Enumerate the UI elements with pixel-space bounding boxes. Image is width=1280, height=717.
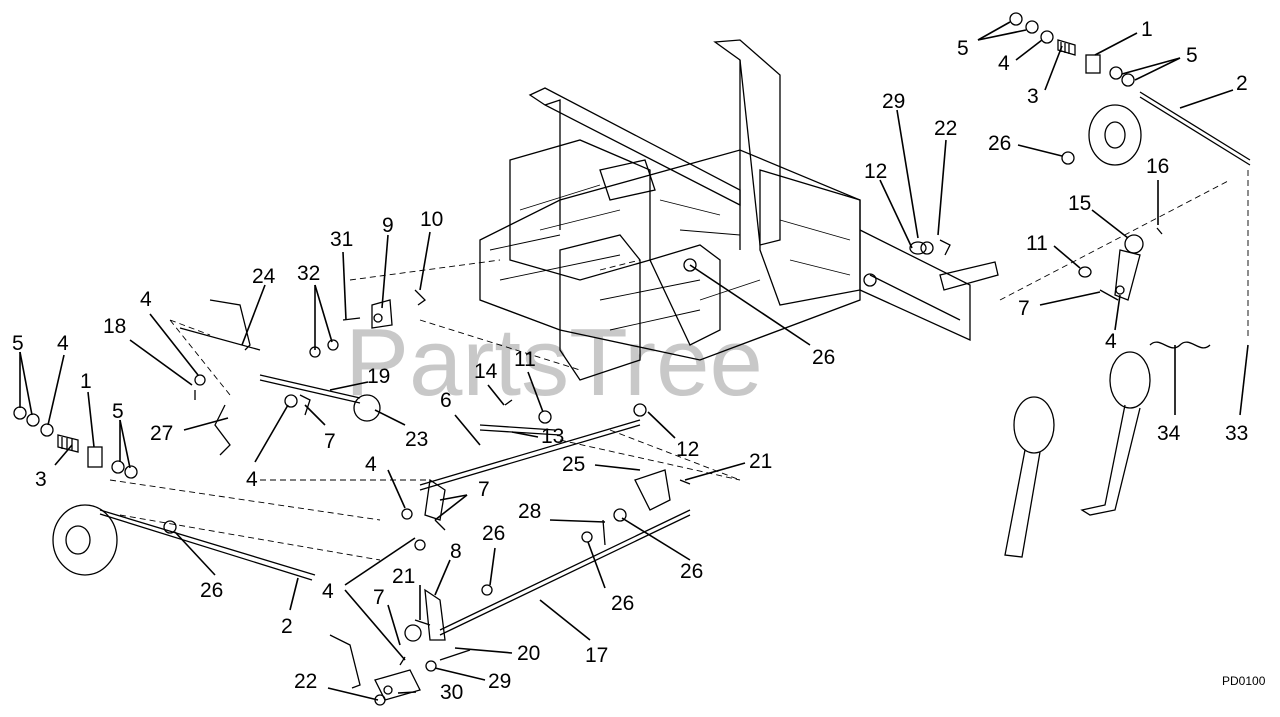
leader-lines [19, 21, 1249, 701]
diagram-code: PD0100 [1222, 674, 1266, 688]
callout-7: 7 [1018, 297, 1030, 320]
watermark: PartsTree [345, 309, 763, 416]
callout-7: 7 [373, 586, 385, 609]
tractor-frame [479, 39, 999, 381]
callout-11: 11 [514, 348, 536, 371]
callout-26: 26 [482, 522, 505, 545]
callout-17: 17 [585, 644, 608, 667]
callout-3: 3 [1027, 85, 1039, 108]
callout-4: 4 [140, 288, 152, 311]
callout-29: 29 [882, 90, 905, 113]
callout-13: 13 [541, 425, 564, 448]
callout-32: 32 [297, 262, 320, 285]
callout-30: 30 [440, 681, 463, 704]
callout-16: 16 [1146, 155, 1169, 178]
callout-26: 26 [988, 132, 1011, 155]
callout-18: 18 [103, 315, 126, 338]
callout-4: 4 [998, 52, 1010, 75]
frame-hole [683, 258, 697, 272]
callout-1: 1 [80, 370, 92, 393]
pedal-assembly [1004, 351, 1151, 558]
callout-5: 5 [112, 400, 124, 423]
callout-33: 33 [1225, 422, 1248, 445]
callout-20: 20 [517, 642, 540, 665]
callout-4: 4 [322, 580, 334, 603]
callout-12: 12 [864, 160, 887, 183]
callout-4: 4 [1105, 330, 1117, 353]
callout-28: 28 [518, 500, 541, 523]
callout-22: 22 [294, 670, 317, 693]
callout-8: 8 [450, 540, 462, 563]
callout-23: 23 [405, 428, 428, 451]
callout-2: 2 [1236, 72, 1248, 95]
brake-assembly-right [909, 12, 1251, 349]
callout-5: 5 [957, 37, 969, 60]
callout-19: 19 [367, 365, 390, 388]
callout-1: 1 [1141, 18, 1153, 41]
callout-7: 7 [478, 478, 490, 501]
callout-26: 26 [812, 346, 835, 369]
callout-5: 5 [1186, 44, 1198, 67]
callout-3: 3 [35, 468, 47, 491]
callout-29: 29 [488, 670, 511, 693]
callout-26: 26 [200, 579, 223, 602]
callout-26: 26 [611, 592, 634, 615]
callout-34: 34 [1157, 422, 1181, 445]
callout-14: 14 [474, 360, 498, 383]
callout-24: 24 [252, 265, 276, 288]
callout-2: 2 [281, 615, 293, 638]
callout-labels: 5 4 1 5 3 2 29 22 26 12 16 15 11 7 4 34 … [12, 18, 1248, 704]
callout-5: 5 [12, 332, 24, 355]
callout-21: 21 [749, 450, 772, 473]
callout-15: 15 [1068, 192, 1091, 215]
callout-10: 10 [420, 208, 443, 231]
callout-7: 7 [324, 430, 336, 453]
brake-linkage-left [13, 259, 741, 706]
callout-4: 4 [57, 332, 69, 355]
callout-4: 4 [246, 468, 258, 491]
callout-27: 27 [150, 422, 173, 445]
callout-6: 6 [440, 389, 452, 412]
callout-12: 12 [676, 438, 699, 461]
callout-25: 25 [562, 453, 585, 476]
callout-22: 22 [934, 117, 957, 140]
callout-26: 26 [680, 560, 703, 583]
frame-hole [863, 273, 877, 287]
callout-9: 9 [382, 214, 394, 237]
callout-21: 21 [392, 565, 415, 588]
callout-11: 11 [1026, 232, 1048, 255]
callout-4: 4 [365, 453, 377, 476]
callout-31: 31 [330, 228, 353, 251]
